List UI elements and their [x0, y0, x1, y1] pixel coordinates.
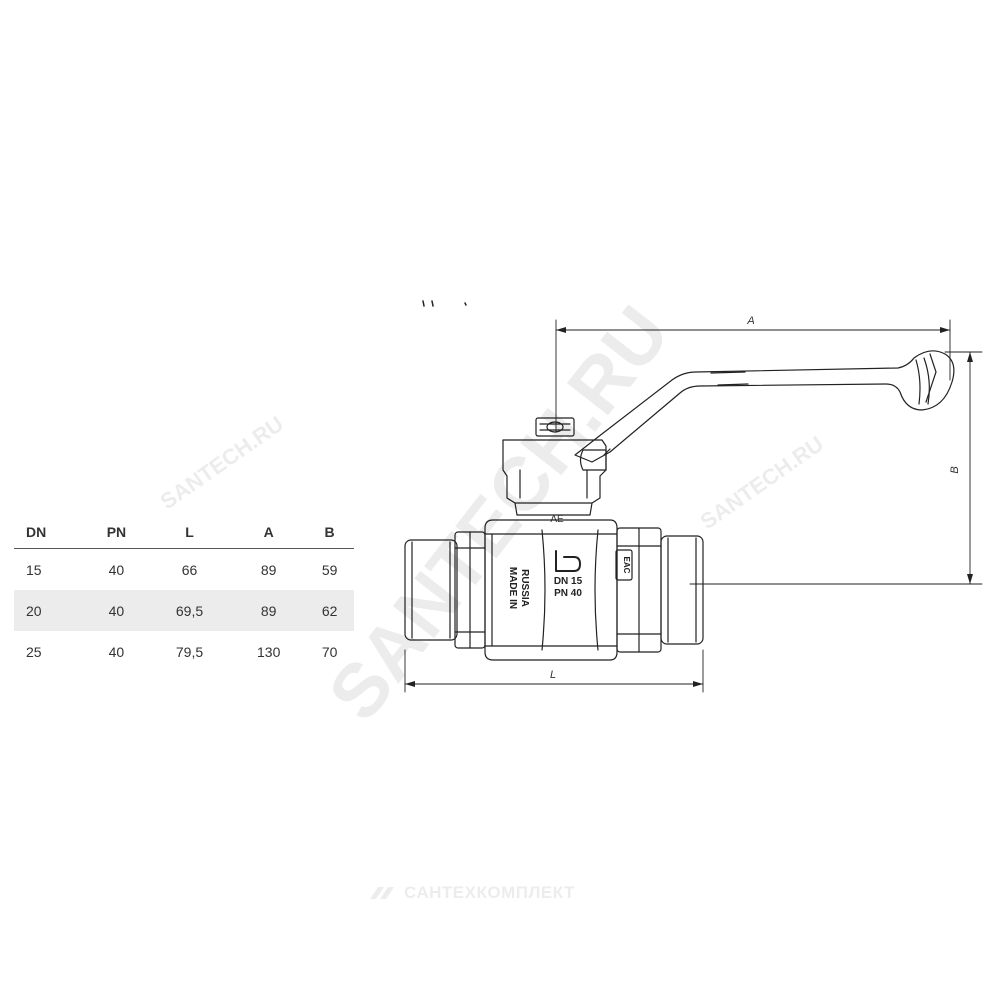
- top-marks: [422, 300, 467, 307]
- table-row: 20 40 69,5 89 62: [14, 590, 354, 631]
- brand-logo-mark: [555, 550, 581, 572]
- cell-b: 59: [321, 561, 338, 578]
- cell-dn: 20: [14, 590, 86, 631]
- watermark-logo-icon: [370, 887, 394, 899]
- dimension-b-label: B: [949, 466, 961, 473]
- dimension-table: DN PN L A B 15 40 66 89 59 20 40 69,5 89…: [14, 516, 354, 672]
- cell-pn: 40: [108, 643, 125, 660]
- cell-l: 66: [181, 561, 198, 578]
- marking-russia: RUSSIA: [519, 569, 530, 607]
- header-dn: DN: [14, 516, 86, 549]
- cell-a: 89: [232, 590, 306, 631]
- watermark-bottom: САНТЕХКОМПЛЕКТ: [368, 883, 575, 903]
- stem-housing: [502, 439, 607, 516]
- header-l: L: [146, 516, 233, 549]
- valve-body: [484, 519, 618, 661]
- cell-b: 70: [321, 643, 338, 660]
- marking-made-in: MADE IN: [507, 567, 518, 609]
- cell-pn: 40: [86, 590, 147, 631]
- cell-a: 130: [257, 643, 281, 660]
- cell-b: 62: [305, 590, 354, 631]
- watermark-bottom-text: САНТЕХКОМПЛЕКТ: [404, 883, 575, 902]
- left-hex-nut: [454, 531, 486, 649]
- dimension-a-label: A: [746, 315, 754, 327]
- dimension-l-label: L: [550, 669, 556, 681]
- cell-l: 69,5: [146, 590, 233, 631]
- table-header-row: DN PN L A B: [14, 516, 354, 549]
- cell-dn: 15: [26, 561, 42, 578]
- right-hex-nut: [616, 527, 662, 653]
- marking-dn: DN 15: [554, 576, 583, 587]
- marking-pn: PN 40: [554, 588, 582, 599]
- cell-dn: 25: [26, 643, 42, 660]
- table-row: 25 40 79,5 130 70: [14, 631, 354, 672]
- marking-eac: EAC: [622, 557, 631, 574]
- table-row: 15 40 66 89 59: [14, 549, 354, 591]
- dimension-a: [555, 319, 951, 433]
- eac-badge: [615, 549, 633, 581]
- dimension-b: [689, 351, 983, 585]
- header-pn: PN: [86, 516, 147, 549]
- header-b: B: [305, 516, 354, 549]
- cell-l: 79,5: [175, 643, 204, 660]
- dimension-l: [404, 649, 704, 693]
- header-a: A: [232, 516, 306, 549]
- stem-cap: [535, 417, 575, 437]
- left-pipe-end: [404, 539, 458, 641]
- cell-a: 89: [260, 561, 277, 578]
- right-pipe-end: [660, 535, 704, 645]
- lever-handle: [574, 350, 955, 463]
- cell-pn: 40: [108, 561, 125, 578]
